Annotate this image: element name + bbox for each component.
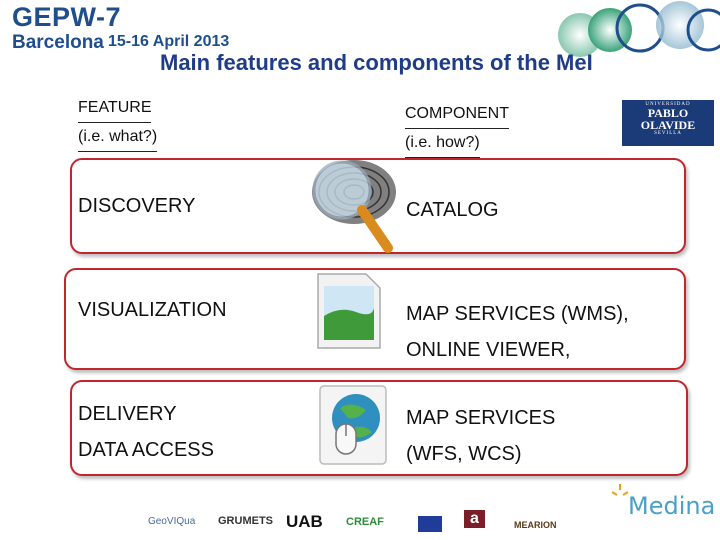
globe-mouse-icon [318,384,388,471]
university-logo-line2: PABLO [647,106,689,120]
decorative-circles [558,1,720,57]
row-feature-delivery: DELIVERY DATA ACCESS [78,396,214,468]
feature-text: VISUALIZATION [78,299,227,321]
component-text: (WFS, WCS) [406,443,522,465]
map-image-icon [316,272,382,355]
slide-title: Main features and components of the MeI [160,50,593,75]
row-feature-discovery: DISCOVERY [78,188,195,224]
event-dates: 15-16 April 2013 [108,33,230,50]
footer-logo-uab: UAB [286,512,323,531]
eu-flag-icon [418,516,442,532]
feature-column-header: FEATURE (i.e. what?) [78,94,158,152]
component-text: CATALOG [406,199,499,221]
row-component-visualization: MAP SERVICES (WMS), ONLINE VIEWER, [406,296,629,368]
feature-text: DATA ACCESS [78,439,214,461]
footer-logo-geoviqua: GeoVIQua [148,516,196,527]
footer-logo-grumets: GRUMETS [218,515,273,527]
event-city: Barcelona [12,32,104,53]
footer-logo-a: a [464,510,485,528]
row-component-delivery: MAP SERVICES (WFS, WCS) [406,400,555,472]
footer-logo-creaf: CREAF [346,516,384,528]
feature-text: DELIVERY [78,403,177,425]
medina-logo: Medina [628,492,716,520]
university-logo-line3: OLAVIDE [640,118,696,132]
row-component-discovery: CATALOG [406,192,499,228]
component-text: MAP SERVICES (WMS), [406,303,629,325]
university-logo-line4: SEVILLA [654,131,682,136]
feature-header-line2: (i.e. what?) [78,123,158,152]
university-logo: UNIVERSIDAD PABLO OLAVIDE SEVILLA [622,100,714,146]
component-header-line2: (i.e. how?) [405,129,480,158]
row-feature-visualization: VISUALIZATION [78,292,227,328]
event-logo-name: GEPW-7 [12,2,121,32]
medina-sun-icon [611,484,629,496]
component-text: ONLINE VIEWER, [406,339,571,361]
fingerprint-magnifier-icon [304,160,404,261]
component-text: MAP SERVICES [406,407,556,429]
university-logo-line1: UNIVERSIDAD [645,102,691,107]
component-column-header: COMPONENT (i.e. how?) [405,100,509,158]
component-header-line1: COMPONENT [405,100,509,129]
footer-logo-mearion: MEARION [514,520,557,530]
feature-text: DISCOVERY [78,195,196,217]
feature-header-line1: FEATURE [78,94,152,123]
